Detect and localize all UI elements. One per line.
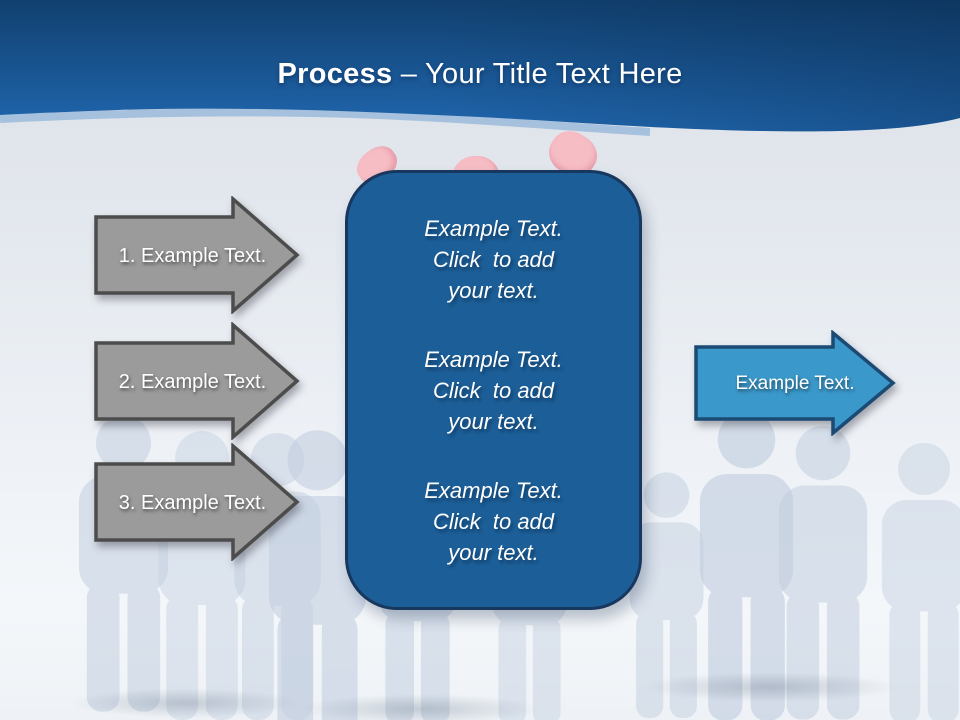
header-wave [0,0,960,136]
process-step-label-2: 2. Example Text. [118,370,267,393]
slide-title-subtitle: – Your Title Text Here [392,58,683,90]
floor-shadow [70,688,300,718]
placeholder-paragraph: Example Text. Click to add your text. [424,216,563,303]
slide-title-keyword: Process [277,58,393,90]
center-text-box[interactable]: Example Text. Click to add your text. Ex… [345,170,642,610]
process-step-label-1: 1. Example Text. [118,244,267,267]
placeholder-paragraph: Example Text. Click to add your text. [424,347,563,434]
process-step-label-3: 3. Example Text. [118,491,267,514]
placeholder-paragraph: Example Text. Click to add your text. [424,478,563,565]
floor-shadow [300,694,540,720]
floor-shadow [640,672,900,702]
slide-title[interactable]: Process – Your Title Text Here [0,56,960,92]
process-step-arrow-1[interactable] [93,196,301,314]
output-arrow-label: Example Text. [735,373,855,394]
